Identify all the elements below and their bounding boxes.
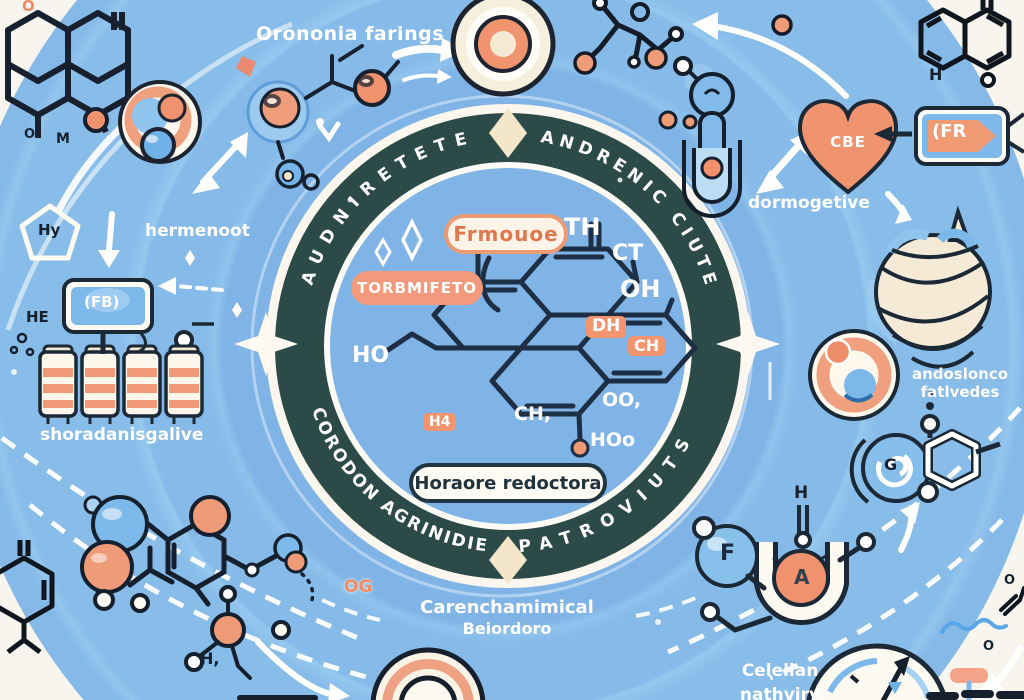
o-br-bottom-label: O bbox=[983, 639, 995, 654]
dormogetive-label: dormogetive bbox=[748, 193, 870, 213]
atom-ho: HO bbox=[352, 343, 390, 368]
topleft-molecule bbox=[5, 10, 131, 138]
ring-star-right bbox=[716, 312, 780, 376]
h-comma-label: H, bbox=[200, 649, 220, 668]
heart bbox=[797, 99, 899, 195]
naphthalene-h-label: H bbox=[929, 65, 943, 84]
ring-diamond-top bbox=[489, 108, 527, 158]
atom-h4-chip: H4 bbox=[423, 413, 457, 432]
canisters bbox=[38, 322, 214, 424]
arrows bbox=[98, 12, 1023, 700]
atom-ch-chip: CH bbox=[628, 336, 666, 357]
naphthalene bbox=[918, 0, 1012, 88]
receptor-figure bbox=[658, 56, 742, 218]
atom-oh: OH bbox=[620, 275, 661, 303]
hy-label: Hy bbox=[38, 221, 61, 239]
topleft-cell bbox=[118, 80, 202, 164]
embryo-cell bbox=[808, 329, 900, 421]
top-title: Orononia farings bbox=[255, 23, 445, 45]
celelian-line2: nathviry bbox=[739, 685, 821, 700]
quinone-molecule bbox=[0, 540, 55, 654]
frmouoe-badge: Frmouoe bbox=[444, 214, 568, 254]
atom-oo: OO, bbox=[602, 389, 642, 411]
stick-molecule-top bbox=[573, 0, 793, 75]
hermenoot-label: hermenoot bbox=[145, 221, 250, 241]
h-receptor-label: H bbox=[794, 483, 809, 503]
a-ball-label: A bbox=[794, 565, 810, 589]
atom-dh-chip: DH bbox=[586, 316, 627, 338]
fb-sign-label: (FB) bbox=[84, 293, 120, 311]
fr-tag bbox=[874, 106, 1024, 166]
o-br-top-label: O bbox=[1004, 573, 1016, 588]
br-fragments bbox=[237, 586, 1024, 700]
hormone-receptor-pill: Horaore redoctora bbox=[409, 463, 607, 503]
atom-ch-mid: CH, bbox=[514, 403, 552, 425]
g-spiral-label: G bbox=[884, 455, 898, 474]
shoradanisgalive-label: shoradanisgalive bbox=[40, 425, 204, 445]
pentagon-hy bbox=[9, 203, 81, 357]
andoslonce-line1: andoslonco bbox=[911, 365, 1009, 383]
heart-label: CBE bbox=[830, 133, 866, 151]
clock bbox=[806, 643, 948, 700]
atom-ct: CT bbox=[612, 241, 644, 266]
fr-tag-label: (FR bbox=[932, 121, 967, 142]
o-topleft-orange-label: O bbox=[22, 0, 35, 15]
torbmifeto-pill: TORBMIFETO bbox=[351, 271, 483, 305]
caren-line1: Carenchamimical bbox=[420, 597, 594, 618]
he-label: HE bbox=[26, 308, 49, 326]
bl-small-molecule bbox=[184, 585, 252, 680]
spiral-g-molecule bbox=[849, 391, 1001, 504]
top-molecule bbox=[236, 44, 400, 191]
andoslonce-line2: fatlvedes bbox=[920, 383, 1000, 401]
og-label: OG bbox=[344, 577, 373, 597]
ring-diamond-bottom bbox=[489, 536, 527, 584]
caren-line2: Beiordoro bbox=[462, 619, 552, 638]
o-topleft-dark-label: O bbox=[24, 127, 36, 142]
bullseye-top bbox=[450, 0, 556, 97]
f-ball-label: F bbox=[720, 541, 736, 566]
sparkles bbox=[11, 177, 772, 625]
m-topleft-label: M bbox=[56, 131, 70, 147]
central-ring bbox=[234, 104, 780, 588]
ring-star-left bbox=[234, 312, 298, 376]
bl-molecule bbox=[80, 495, 315, 640]
bullseye-bottom bbox=[370, 647, 486, 700]
atom-hoo: HOo bbox=[590, 429, 636, 451]
fb-sign bbox=[62, 278, 154, 354]
central-molecule bbox=[385, 221, 698, 458]
fa-receptor bbox=[692, 505, 876, 633]
celelian-line1: Celelian bbox=[741, 661, 819, 681]
atom-th: TH bbox=[564, 213, 601, 241]
yarn-ball bbox=[866, 205, 992, 369]
